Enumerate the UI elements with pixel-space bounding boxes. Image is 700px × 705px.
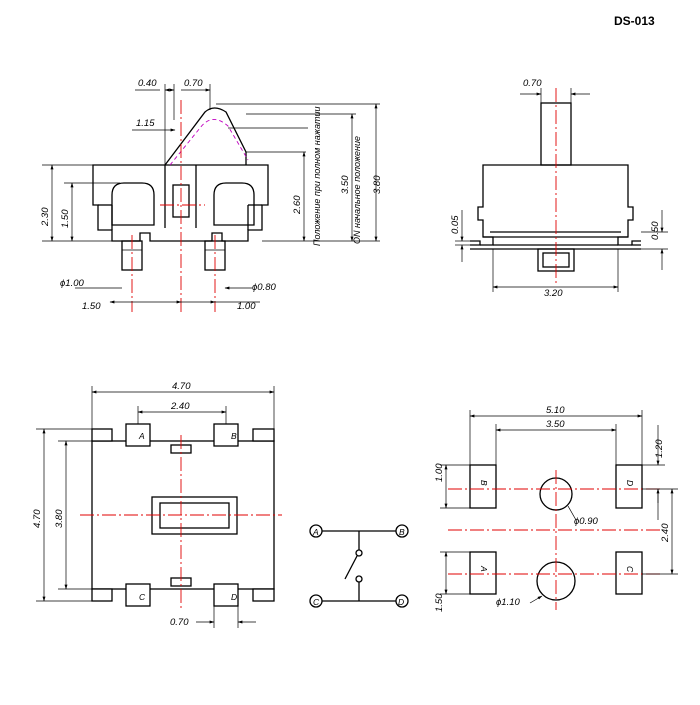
- dim-side-350: 3.50: [340, 175, 351, 194]
- drawing-title: DS-013: [614, 14, 655, 28]
- dim-side-dia-080: ϕ0.80: [252, 282, 276, 293]
- dim-side-380: 3.80: [372, 175, 383, 194]
- top-pin-b-label: B: [231, 431, 237, 441]
- schem-label-d: D: [398, 597, 404, 607]
- fp-pad-a: [469, 551, 497, 595]
- dim-side-150: 1.50: [60, 209, 71, 228]
- dim-side-dia-100: ϕ1.00: [60, 278, 84, 289]
- top-pin-d-label: D: [231, 592, 237, 602]
- fp-pad-d: [615, 464, 643, 509]
- schem-label-c: C: [313, 597, 320, 607]
- top-pin-c-pad: [125, 583, 151, 607]
- dim-end-320: 3.20: [544, 288, 563, 299]
- dim-fp-hole-110: ϕ1.10: [496, 597, 520, 608]
- dim-side-070: 0.70: [184, 78, 203, 89]
- dim-side-040: 0.40: [138, 78, 157, 89]
- dim-top-470h: 4.70: [32, 509, 43, 528]
- fp-pin-d-label: D: [625, 480, 635, 486]
- fp-pad-c: [615, 551, 643, 595]
- dim-side-115: 1.15: [136, 118, 155, 129]
- end-view: 0.70 0.05 0.50 3.20: [450, 78, 668, 299]
- schem-label-b: B: [399, 527, 405, 537]
- end-body-outline: [477, 164, 634, 238]
- dim-top-070: 0.70: [170, 617, 189, 628]
- dim-fp-150: 1.50: [434, 593, 445, 612]
- dim-fp-240: 2.40: [660, 523, 671, 543]
- dim-fp-120: 1.20: [654, 439, 665, 458]
- dim-side-260: 2.60: [292, 195, 303, 215]
- top-view: A B C D 4.70 2.40 4.70 3.80: [32, 381, 282, 628]
- dim-end-005: 0.05: [450, 215, 461, 234]
- dim-side-150b: 1.50: [82, 301, 101, 312]
- note-pressed-position: Положение при полном нажатии: [312, 107, 322, 246]
- switch-schematic: A B C D: [309, 524, 409, 608]
- dim-top-380: 3.80: [54, 509, 65, 528]
- dim-side-230: 2.30: [40, 207, 51, 227]
- fp-pin-b-label: B: [479, 480, 489, 486]
- pcb-footprint: B D A C 5.10 3.50 1.20 2.40 1.00: [434, 405, 678, 612]
- top-pin-a-label: A: [138, 431, 145, 441]
- fp-pin-c-label: C: [625, 566, 635, 573]
- side-actuator: [164, 107, 247, 166]
- note-on-position: ON начальное положение: [352, 136, 362, 244]
- dim-end-050: 0.50: [650, 221, 661, 240]
- side-view: 0.40 0.70 1.15 2.30 1.50 ϕ1.00 ϕ0.80 1.5…: [40, 78, 383, 312]
- dim-fp-hole-090: ϕ0.90: [574, 516, 598, 527]
- side-body-outline: [92, 164, 269, 242]
- dim-fp-510: 5.10: [546, 405, 565, 416]
- top-pin-c-label: C: [139, 592, 146, 602]
- dim-top-240: 2.40: [170, 401, 190, 412]
- dim-fp-350: 3.50: [546, 419, 565, 430]
- side-pressed-outline: [169, 119, 249, 166]
- top-pin-a-pad: [125, 423, 151, 447]
- fp-pad-b: [469, 464, 497, 509]
- top-actuator-window: [151, 496, 238, 535]
- schem-label-a: A: [312, 527, 319, 537]
- dim-top-470w: 4.70: [172, 381, 191, 392]
- dim-fp-100: 1.00: [434, 463, 445, 482]
- dim-side-100: 1.00: [237, 301, 256, 312]
- top-pin-d-pad: [213, 583, 239, 607]
- fp-pin-a-label: A: [479, 565, 489, 572]
- dim-end-070: 0.70: [523, 78, 542, 89]
